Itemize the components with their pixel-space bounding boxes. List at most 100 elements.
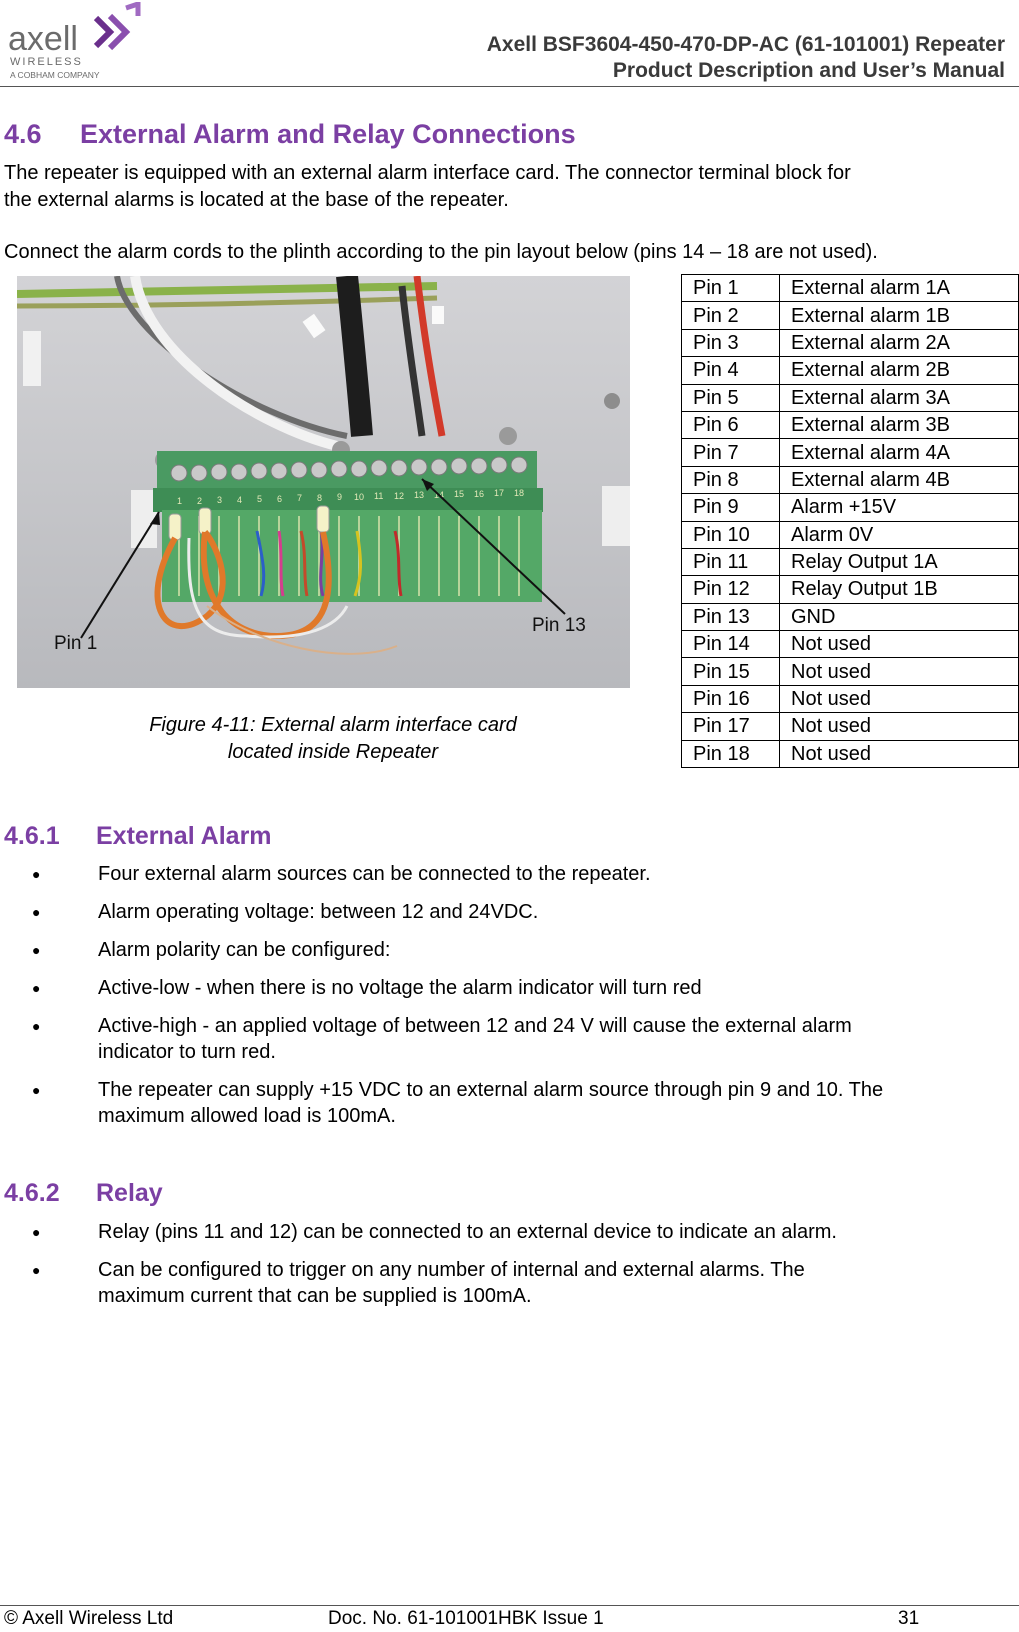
bullet-dot-icon: ● [32, 866, 41, 882]
bullet-dot-icon: ● [32, 1262, 41, 1278]
terminal-label-15: 15 [454, 489, 464, 499]
pin-number-cell: Pin 13 [681, 602, 780, 632]
pin-number-cell: Pin 16 [681, 684, 780, 714]
terminal-label-9: 9 [337, 492, 342, 502]
header-title-line1: Axell BSF3604-450-470-DP-AC (61-101001) … [486, 33, 1005, 56]
pin-function-cell: Not used [779, 657, 1019, 686]
bullet-dot-icon: ● [32, 980, 41, 996]
bullet-item: ● Alarm operating voltage: between 12 and… [32, 899, 1007, 925]
pin-function-cell: External alarm 3B [779, 410, 1019, 440]
pin-number-cell: Pin 9 [681, 493, 780, 522]
footer-doc-number: Doc. No. 61-101001HBK Issue 1 [328, 1608, 604, 1629]
figure-caption-line-1: Figure 4-11: External alarm interface ca… [149, 714, 517, 736]
terminal-label-13: 13 [414, 490, 424, 500]
footer-divider [0, 1605, 1019, 1606]
footer-page-number: 31 [898, 1608, 920, 1629]
intro-paragraph: The repeater is equipped with an externa… [4, 160, 851, 214]
pin-function-cell: External alarm 1A [779, 273, 1019, 303]
pin-number-cell: Pin 10 [681, 520, 780, 549]
terminal-label-17: 17 [494, 488, 504, 498]
pin-number-cell: Pin 6 [681, 410, 780, 440]
bullet-text-line: maximum current that can be supplied is … [98, 1285, 532, 1307]
bullet-dot-icon: ● [32, 942, 41, 958]
bullet-item: ● The repeater can supply +15 VDC to an e… [32, 1077, 1007, 1129]
pin-number-cell: Pin 1 [681, 273, 780, 303]
document-header-title: Axell BSF3604-450-470-DP-AC (61-101001) … [487, 32, 1005, 84]
pin-function-cell: External alarm 4A [779, 438, 1019, 467]
alarm-interface-card-photo: 1 2 3 4 5 6 7 8 9 10 11 12 13 14 15 16 1… [17, 276, 630, 688]
pin-function-cell: External alarm 4B [779, 465, 1019, 495]
pin-number-cell: Pin 12 [681, 575, 780, 604]
pin-number-cell: Pin 14 [681, 630, 780, 659]
terminal-label-7: 7 [297, 493, 302, 503]
pin-number-cell: Pin 5 [681, 383, 780, 412]
bullet-dot-icon: ● [32, 1082, 41, 1098]
terminal-label-8: 8 [317, 493, 322, 503]
terminal-label-11: 11 [374, 491, 383, 501]
terminal-label-18: 18 [514, 488, 524, 498]
header-divider [0, 86, 1019, 87]
bullet-item: ● Alarm polarity can be configured: [32, 937, 1007, 963]
pin-number-cell: Pin 11 [681, 547, 780, 577]
pin-function-cell: GND [779, 602, 1019, 632]
terminal-label-6: 6 [277, 494, 282, 504]
logo-brand-text: axell [8, 20, 78, 58]
bullet-text-line: The repeater can supply +15 VDC to an ex… [98, 1079, 884, 1101]
pin-function-cell: Alarm +15V [779, 493, 1019, 522]
pin-number-cell: Pin 7 [681, 438, 780, 467]
external-alarm-bullet-list: ●Four external alarm sources can be conn… [32, 861, 1007, 1141]
terminal-label-3: 3 [217, 495, 222, 505]
logo-sub2-text: A COBHAM COMPANY [10, 70, 100, 80]
intro-line-1: The repeater is equipped with an externa… [4, 162, 851, 184]
axell-wireless-logo: axell WIRELESS A COBHAM COMPANY [8, 2, 141, 80]
bullet-text-line: Alarm polarity can be configured: [98, 939, 391, 961]
intro-line-2: the external alarms is located at the ba… [4, 189, 509, 211]
pin-number-cell: Pin 4 [681, 356, 780, 385]
bullet-dot-icon: ● [32, 1224, 41, 1240]
pin-function-cell: Alarm 0V [779, 520, 1019, 549]
terminal-label-5: 5 [257, 494, 262, 504]
bullet-dot-icon: ● [32, 904, 41, 920]
header-title-line2: Product Description and User’s Manual [612, 59, 1005, 82]
terminal-label-12: 12 [394, 491, 404, 501]
label-pin-13: Pin 13 [532, 615, 586, 636]
bullet-text-line: Alarm operating voltage: between 12 and … [98, 901, 539, 923]
bullet-text-line: Relay (pins 11 and 12) can be connected … [98, 1221, 837, 1243]
bullet-text-line: Active-low - when there is no voltage th… [98, 977, 702, 999]
terminal-label-1: 1 [177, 496, 182, 506]
subsection-title: Relay [96, 1179, 163, 1207]
bullet-item: ●Active-high - an applied voltage of bet… [32, 1013, 1007, 1065]
terminal-label-16: 16 [474, 489, 484, 499]
pin-number-cell: Pin 8 [681, 465, 780, 495]
terminal-label-4: 4 [237, 495, 242, 505]
figure-caption-line-2: located inside Repeater [227, 741, 439, 763]
pin-function-cell: External alarm 2B [779, 356, 1019, 385]
logo-sub1-text: WIRELESS [10, 56, 83, 68]
pin-number-cell: Pin 17 [681, 712, 780, 741]
pin-function-cell: Relay Output 1B [779, 575, 1019, 604]
bullet-text-line: indicator to turn red. [98, 1041, 276, 1063]
pin-function-cell: External alarm 3A [779, 383, 1019, 412]
pin-function-cell: Relay Output 1A [779, 547, 1019, 577]
